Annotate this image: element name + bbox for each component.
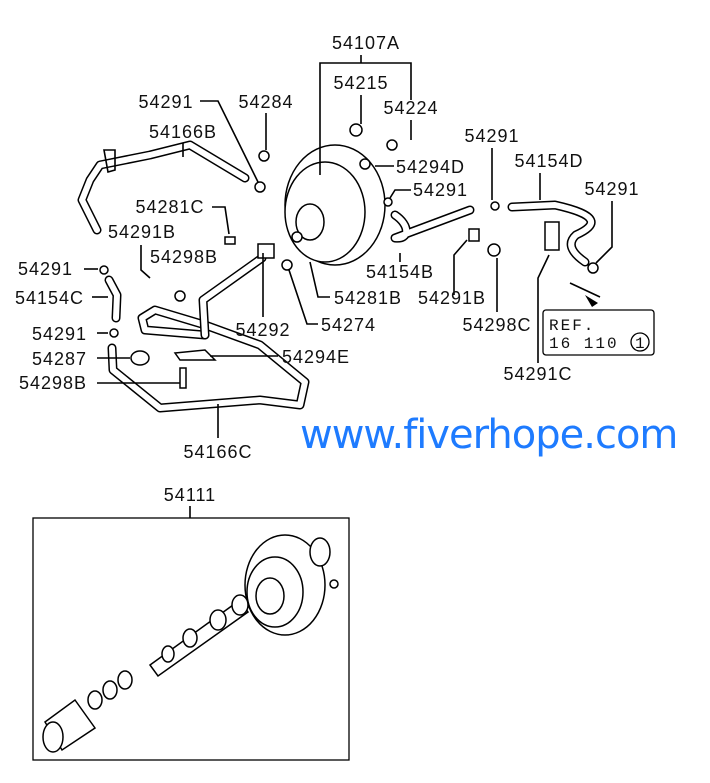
part-number-labels: 54107A 54215 54224 54291 54284 54166B 54… <box>15 33 639 505</box>
label-54274[interactable]: 54274 <box>321 315 376 335</box>
ref-number: 16 110 <box>549 335 619 353</box>
leader-lines <box>84 55 613 518</box>
label-54284[interactable]: 54284 <box>238 92 293 112</box>
label-54294E[interactable]: 54294E <box>282 347 350 367</box>
label-54292[interactable]: 54292 <box>235 320 290 340</box>
reference-box[interactable]: REF. 16 110 1 <box>542 309 655 356</box>
hose-54166B <box>77 140 250 235</box>
label-54291B[interactable]: 54291B <box>418 288 486 308</box>
label-54154D[interactable]: 54154D <box>514 151 583 171</box>
small-parts <box>99 123 601 389</box>
label-54291[interactable]: 54291 <box>138 92 193 112</box>
brake-booster-54107A <box>284 144 386 266</box>
hose-54154C <box>104 275 122 323</box>
label-54291[interactable]: 54291 <box>413 180 468 200</box>
label-54281B[interactable]: 54281B <box>334 288 402 308</box>
label-54166C[interactable]: 54166C <box>183 442 252 462</box>
master-cylinder-detail <box>32 517 350 761</box>
label-54291[interactable]: 54291 <box>464 126 519 146</box>
label-54215[interactable]: 54215 <box>333 73 388 93</box>
hose-54154B <box>390 205 475 243</box>
label-54291[interactable]: 54291 <box>18 259 73 279</box>
label-54154C[interactable]: 54154C <box>15 288 84 308</box>
label-54291[interactable]: 54291 <box>584 179 639 199</box>
label-54298B[interactable]: 54298B <box>150 247 218 267</box>
label-54224[interactable]: 54224 <box>383 98 438 118</box>
watermark: www.fiverhope.com <box>300 412 678 458</box>
label-54166B[interactable]: 54166B <box>149 122 217 142</box>
label-54281C[interactable]: 54281C <box>135 197 204 217</box>
ref-circled-number: 1 <box>635 335 647 353</box>
hose-54154D <box>507 200 596 267</box>
label-54298B[interactable]: 54298B <box>19 373 87 393</box>
pipe-54166C <box>107 253 310 413</box>
label-54294D[interactable]: 54294D <box>396 157 465 177</box>
label-54298C[interactable]: 54298C <box>462 315 531 335</box>
label-54111[interactable]: 54111 <box>164 485 216 505</box>
label-54291B[interactable]: 54291B <box>108 222 176 242</box>
ref-label: REF. <box>549 317 595 335</box>
label-54291C[interactable]: 54291C <box>503 364 572 384</box>
label-54287[interactable]: 54287 <box>32 349 87 369</box>
label-54154B[interactable]: 54154B <box>366 262 434 282</box>
label-54291[interactable]: 54291 <box>32 324 87 344</box>
label-54107A[interactable]: 54107A <box>332 33 400 53</box>
